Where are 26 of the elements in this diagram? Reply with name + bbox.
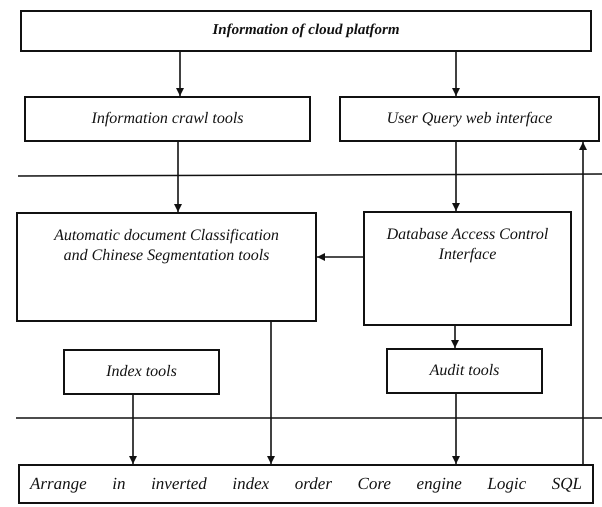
- arrow: [579, 142, 587, 464]
- arrow: [174, 142, 182, 212]
- process-box: [339, 96, 600, 142]
- process-box: [24, 96, 311, 142]
- arrow: [176, 52, 184, 96]
- arrow: [129, 395, 137, 464]
- process-box: [363, 211, 572, 326]
- box-label: Audit tools: [430, 361, 500, 381]
- arrow: [452, 394, 460, 464]
- process-box: [63, 349, 220, 395]
- arrow: [451, 326, 459, 348]
- box-label: Database Access Control Interface: [386, 225, 550, 265]
- box-label: Index tools: [106, 362, 177, 382]
- box-label: Automatic document Classification and Chinese Segmentation tools: [52, 226, 280, 266]
- process-box: [18, 464, 594, 504]
- box-label: Information crawl tools: [91, 109, 244, 129]
- arrow: [267, 322, 275, 464]
- box-label: Information of cloud platform: [212, 21, 400, 40]
- process-box: [386, 348, 543, 394]
- box-label: Arrange in inverted index order Core engine Logic SQL: [28, 473, 583, 495]
- box-label: User Query web interface: [386, 109, 552, 129]
- arrow: [452, 142, 460, 211]
- process-box: [16, 212, 317, 322]
- arrow: [317, 253, 363, 261]
- process-box: [20, 10, 592, 52]
- arrow: [452, 52, 460, 96]
